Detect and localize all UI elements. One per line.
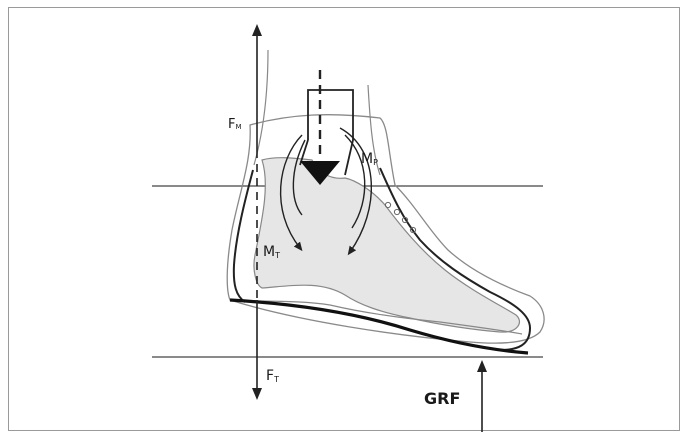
leg-outline-left (254, 50, 268, 165)
marker-dot (394, 209, 399, 214)
label-mp: MP (361, 151, 378, 167)
label-grf: GRF (424, 389, 460, 408)
fm-arrow-head (252, 24, 262, 36)
marker-dot (385, 202, 390, 207)
label-ft: FT (266, 368, 279, 384)
ft-arrow-head (252, 388, 262, 400)
grf-arrow-head (477, 360, 487, 372)
label-fm: FM (228, 117, 242, 132)
